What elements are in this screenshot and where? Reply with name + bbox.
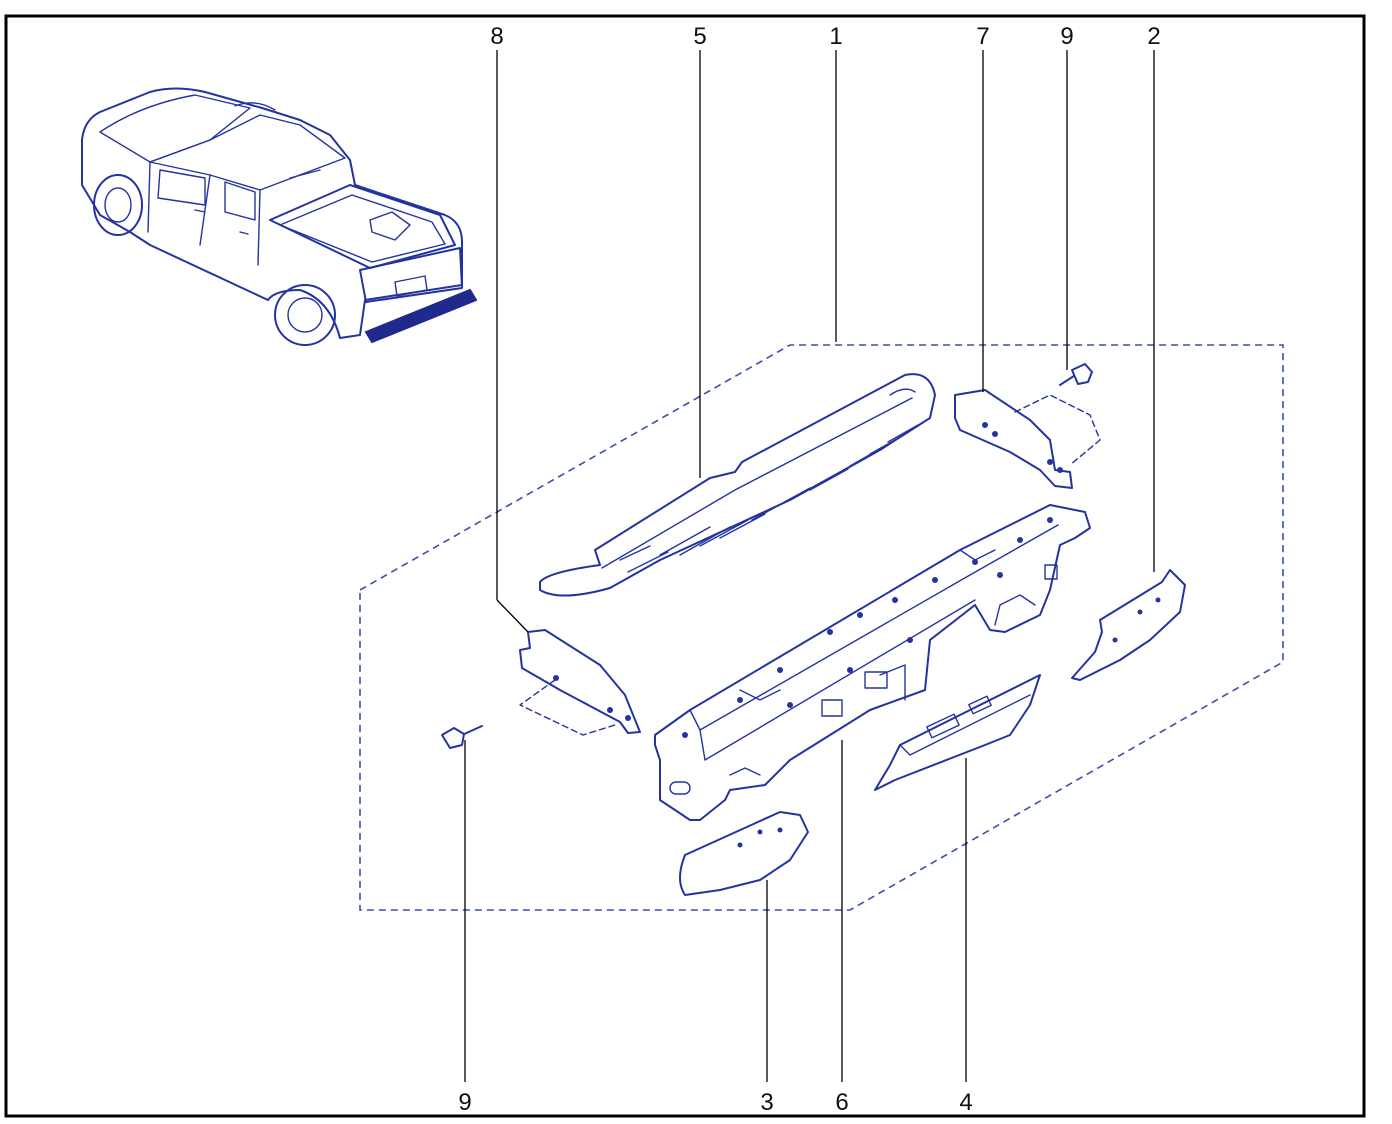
callout-8: 8 [490, 23, 503, 50]
part-7-right-bracket [954, 389, 1101, 489]
assembly-boundary [359, 344, 1284, 911]
part-8-left-bracket [519, 629, 641, 736]
callout-9-bottom: 9 [458, 1089, 471, 1116]
callout-7: 7 [976, 23, 989, 50]
leader-lines [464, 50, 1155, 1082]
part-9-bolt-left [441, 725, 483, 749]
callout-2: 2 [1147, 23, 1160, 50]
callout-3: 3 [760, 1089, 773, 1116]
part-3-left-end-cap [679, 811, 809, 896]
callout-1: 1 [829, 23, 842, 50]
callout-6: 6 [835, 1089, 848, 1116]
part-2-right-end-cap [1071, 569, 1186, 681]
callout-5: 5 [693, 23, 706, 50]
part-9-bolt-top [1059, 363, 1093, 386]
callout-9-top: 9 [1060, 23, 1073, 50]
callout-labels: 8 5 1 7 9 2 9 3 6 4 [458, 23, 1160, 1116]
diagram-border [4, 14, 1366, 1118]
callout-4: 4 [959, 1089, 972, 1116]
part-5-step-pad [539, 373, 936, 597]
part-4-center-cover [874, 674, 1041, 791]
part-6-bumper-beam [654, 504, 1091, 821]
highlighted-rear-bumper [364, 288, 478, 344]
truck-locator-illustration [81, 87, 478, 346]
